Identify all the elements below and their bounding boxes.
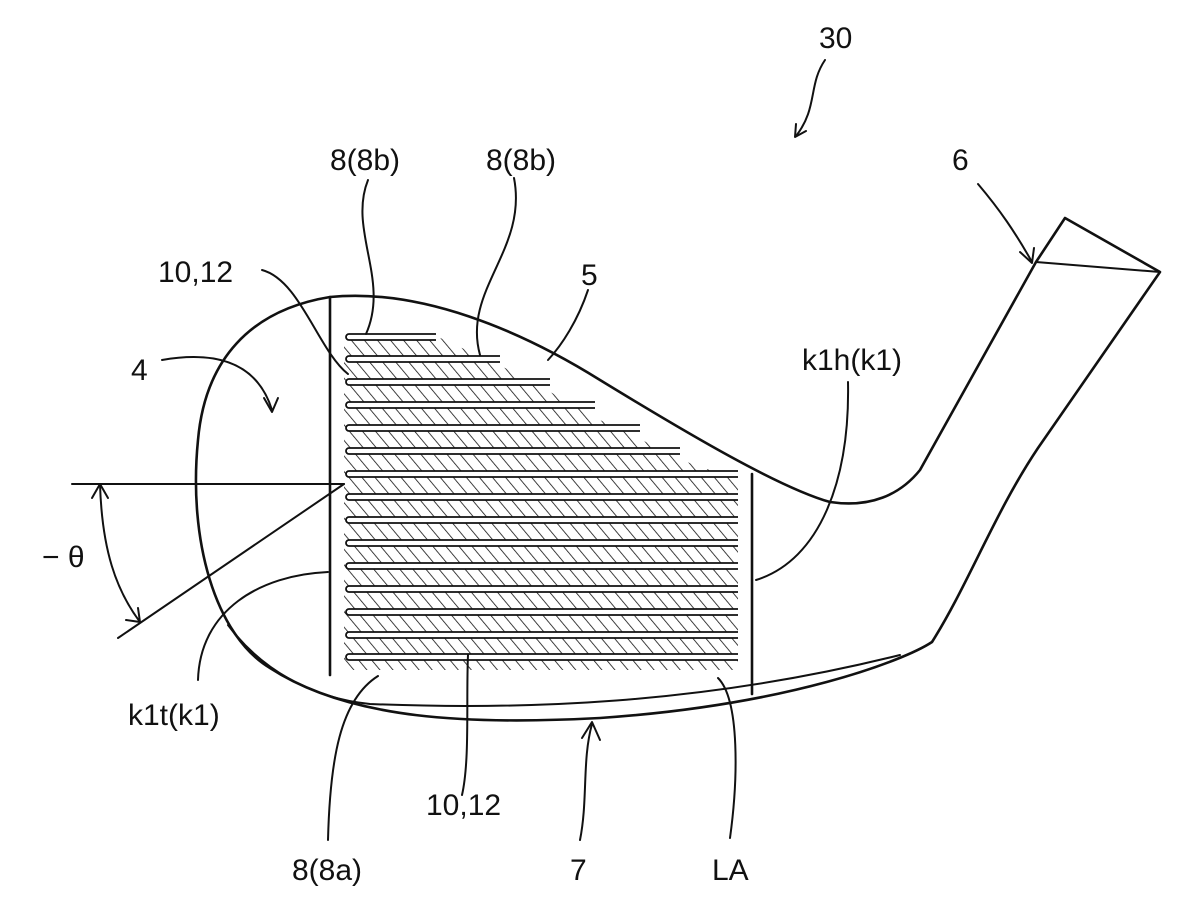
- groove-line: [346, 632, 738, 638]
- groove-line: [346, 402, 595, 408]
- groove-line: [346, 586, 738, 592]
- arrowhead-6: [1020, 248, 1034, 263]
- leader-k1h: [756, 382, 848, 580]
- la-label: LA: [712, 854, 749, 887]
- leader-5: [548, 290, 588, 360]
- k1h-label: k1h(k1): [802, 344, 902, 377]
- groove-8b-left-label: 8(8b): [330, 144, 400, 177]
- groove-line: [346, 448, 680, 454]
- part-5-label: 5: [581, 259, 598, 292]
- leader-8a: [328, 676, 378, 840]
- groove-lines: [346, 334, 738, 660]
- leader-8b-right: [477, 178, 516, 355]
- groove-line: [346, 609, 738, 615]
- leader-6: [978, 184, 1032, 262]
- groove-line: [346, 425, 640, 431]
- part-7-label: 7: [570, 854, 587, 887]
- angle-line: [118, 484, 344, 638]
- theta-label: − θ: [42, 541, 85, 574]
- leader-4: [162, 357, 272, 410]
- leader-8b-left: [362, 180, 373, 334]
- angle-arc: [100, 484, 140, 622]
- groove-line: [346, 494, 738, 500]
- groove-line: [346, 563, 738, 569]
- leader-30: [796, 60, 825, 136]
- part-10-12-bottom-label: 10,12: [426, 789, 501, 822]
- groove-line: [346, 540, 738, 546]
- leader-10-12-bottom: [462, 655, 468, 795]
- leader-7: [580, 724, 592, 840]
- part-6-label: 6: [952, 144, 969, 177]
- groove-8a-label: 8(8a): [292, 854, 362, 887]
- groove-line: [346, 517, 738, 523]
- groove-line: [346, 356, 500, 362]
- groove-line: [346, 379, 550, 385]
- groove-line: [346, 471, 738, 477]
- groove-8b-right-label: 8(8b): [486, 144, 556, 177]
- part-10-12-top-label: 10,12: [158, 256, 233, 289]
- leader-10-12-top: [262, 270, 348, 374]
- figure-reference-label: 30: [819, 22, 852, 55]
- groove-line: [346, 334, 436, 340]
- groove-line: [346, 654, 738, 660]
- k1t-label: k1t(k1): [128, 699, 220, 732]
- hosel-edge: [1036, 262, 1160, 272]
- part-4-label: 4: [131, 354, 148, 387]
